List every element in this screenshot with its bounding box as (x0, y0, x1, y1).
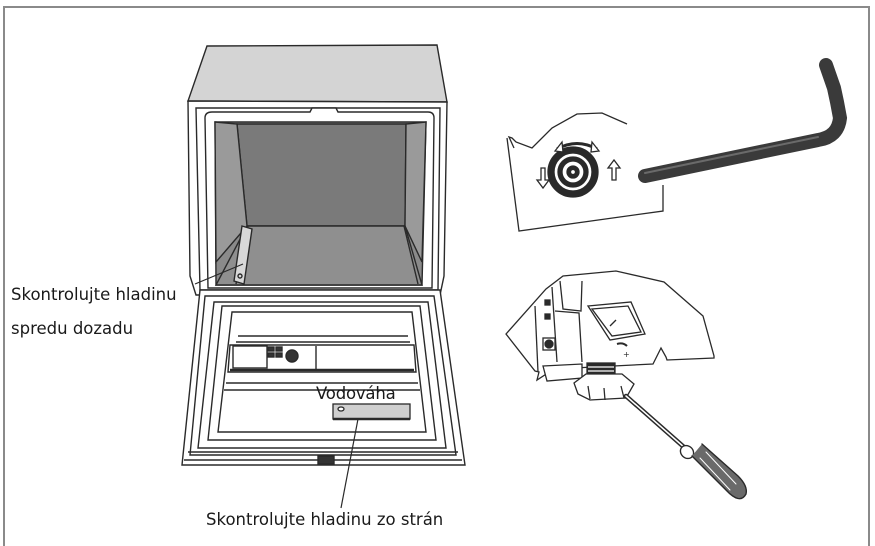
figure-frame (3, 6, 870, 546)
hex-key-adjust-panel (506, 112, 664, 232)
hex-key (638, 58, 848, 183)
label-check-level-front-back-line2: spredu dozadu (11, 319, 134, 338)
screwdriver (623, 393, 748, 500)
dishwasher-door (181, 289, 466, 466)
label-check-level-front-back: Skontrolujte hladinu (11, 285, 177, 304)
spirit-level (332, 403, 411, 421)
dishwasher (187, 44, 448, 296)
callout-lines (194, 263, 359, 509)
label-check-level-sides: Skontrolujte hladinu zo strán (206, 510, 444, 529)
svg-text:+: + (623, 350, 630, 359)
label-spirit-level: Vodováha (316, 384, 396, 403)
screwdriver-adjust-panel: + (505, 270, 715, 401)
